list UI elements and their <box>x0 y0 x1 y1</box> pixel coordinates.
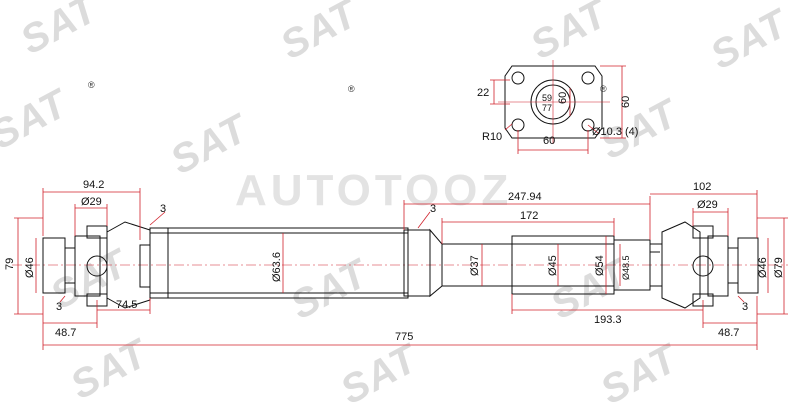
watermark-registered-mark: ® <box>88 80 95 90</box>
dim-right-46: Ø46 <box>757 257 769 278</box>
dim-right-48: 48.7 <box>718 327 739 339</box>
watermark-logo-text: SAT <box>594 335 688 410</box>
watermark-logo-text: SAT <box>14 0 108 63</box>
watermark-logo-text: SAT <box>0 80 77 158</box>
dim-flange-radius: R10 <box>482 131 502 143</box>
flange-bolt-hole <box>511 71 525 85</box>
dim-54: Ø54 <box>594 255 606 276</box>
left-yoke-stub <box>139 244 151 288</box>
watermark-logo: SAT <box>704 0 797 78</box>
dim-247: 247.94 <box>508 191 542 203</box>
dim-48-5: Ø48.5 <box>621 255 631 280</box>
left-cross-body <box>74 235 101 297</box>
dim-weld-mid-3: 3 <box>430 203 436 215</box>
watermark-logo: SAT <box>334 335 428 413</box>
main-tube <box>149 227 409 299</box>
shaft-dimensions <box>14 188 788 350</box>
right-flange <box>737 237 759 294</box>
watermark-logo: SAT <box>14 0 108 63</box>
right-yoke-neck-2 <box>727 247 739 284</box>
watermark-logo: SAT <box>524 0 618 68</box>
leader <box>504 123 513 131</box>
dim-flange-height: 60 <box>620 96 632 108</box>
leader <box>737 295 745 303</box>
dim-left-79: 79 <box>4 258 16 270</box>
dim-94: 94.2 <box>83 179 104 191</box>
watermark-logo: SAT <box>594 335 688 413</box>
watermark-logo-text: SAT <box>334 335 428 410</box>
dim-gap-left-3: 3 <box>56 301 62 313</box>
dim-flange-inner-60: 60 <box>557 92 569 104</box>
dim-flange-77: 77 <box>542 103 552 113</box>
right-yoke <box>661 221 701 309</box>
dim-left-29: Ø29 <box>81 196 102 208</box>
shaft-view <box>12 221 788 309</box>
watermark-logo-text: SAT <box>284 250 378 328</box>
right-cross-body <box>707 235 729 297</box>
dim-left-48: 48.7 <box>55 327 76 339</box>
dim-193: 193.3 <box>594 314 622 326</box>
watermark-logo-text: SAT <box>64 330 158 408</box>
flange-bolt-hole <box>581 71 595 85</box>
flange-bolt-hole <box>511 118 525 132</box>
watermark-center-text: AUTOTOOZ <box>235 166 512 215</box>
watermark-logo: SAT <box>284 250 378 328</box>
dim-gap-right-3: 3 <box>742 301 748 313</box>
dim-total-length: 775 <box>395 331 413 343</box>
watermark-logo: SAT <box>64 330 158 408</box>
watermark-logo: SAT <box>274 0 368 68</box>
leader <box>587 124 599 134</box>
watermark-logo-text: SAT <box>704 0 797 78</box>
watermark-logo-text: SAT <box>524 0 618 68</box>
dim-left-46: Ø46 <box>24 257 36 278</box>
right-cross-bearing <box>692 255 714 277</box>
dim-right-79: Ø79 <box>773 257 785 278</box>
watermark-logo: SAT <box>0 80 77 158</box>
leader <box>59 295 66 303</box>
dim-weld-left-3: 3 <box>160 203 166 215</box>
flange-outline <box>504 65 603 139</box>
dim-172: 172 <box>520 210 538 222</box>
dim-45: Ø45 <box>547 255 559 276</box>
right-bearing-cap <box>692 225 714 239</box>
watermark-logo-text: SAT <box>274 0 368 68</box>
leader <box>149 211 166 226</box>
watermark-registered-mark: ® <box>600 84 607 94</box>
dim-flange-holes: Ø10.3 (4) <box>592 126 638 138</box>
dim-flange-22: 22 <box>477 87 489 99</box>
dim-74: 74.5 <box>116 299 137 311</box>
dim-tube-diameter: Ø63.6 <box>271 252 283 282</box>
dim-37: Ø37 <box>469 255 481 276</box>
dim-right-29: Ø29 <box>697 199 718 211</box>
flange-view <box>498 60 610 144</box>
watermark-registered-mark: ® <box>348 84 355 94</box>
dim-flange-59: 59 <box>542 93 552 103</box>
dim-102: 102 <box>693 181 711 193</box>
tube-transition <box>429 228 443 298</box>
leader <box>417 211 431 229</box>
dim-flange-width: 60 <box>543 135 555 147</box>
flange-dimensions <box>490 65 626 154</box>
